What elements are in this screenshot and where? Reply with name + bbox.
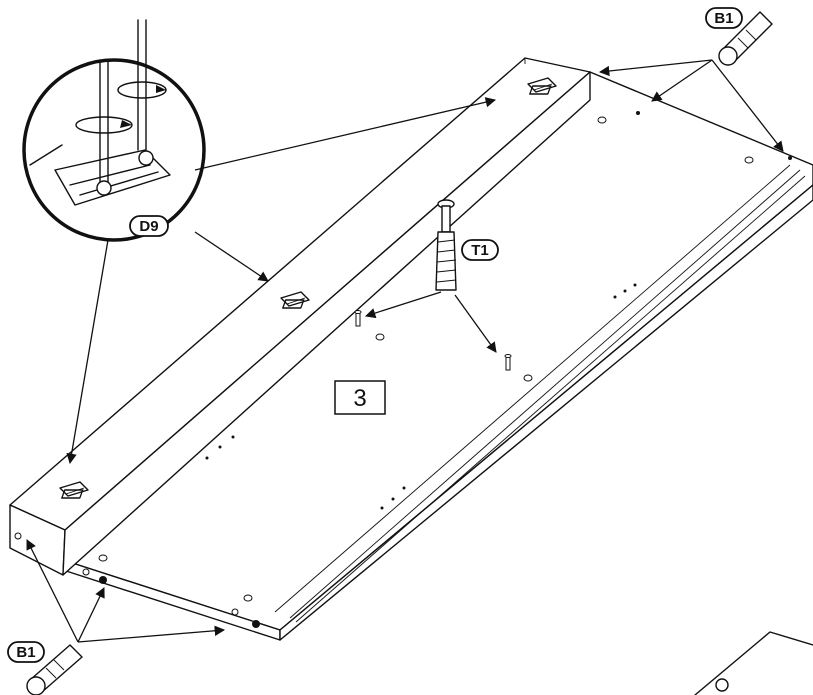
dowel-part-bottom — [26, 644, 83, 695]
label-t1-text: T1 — [471, 242, 489, 259]
arrow-d9-to-plate-2 — [194, 231, 269, 282]
arrow-b1-to-hole-2 — [711, 59, 784, 152]
hinge-plate-1 — [527, 77, 557, 95]
cam-pin-1 — [354, 310, 362, 327]
step-number-box: 3 — [334, 380, 386, 415]
next-figure-partial — [694, 631, 813, 695]
label-d9: D9 — [129, 215, 169, 237]
hinge-plate-3 — [59, 481, 89, 499]
arrow-b1-to-edge-hole-3 — [77, 625, 226, 643]
hinge-plate-2 — [280, 291, 310, 309]
panel-groove-2 — [295, 175, 806, 623]
cam-pin-2 — [504, 354, 512, 371]
panel-right-edge — [279, 184, 813, 641]
arrow-b1-to-hole-1 — [651, 59, 713, 102]
arrows — [26, 59, 784, 643]
arrow-b1-to-edge-hole-1 — [26, 539, 79, 643]
top-rail — [9, 57, 591, 576]
panel-holes — [14, 116, 754, 616]
arrow-t1-to-pin-2 — [454, 294, 497, 353]
label-b1-bottom: B1 — [7, 641, 45, 663]
magnifier-ring — [22, 58, 206, 242]
rail-side-face — [62, 71, 591, 576]
label-b1-top-text: B1 — [714, 10, 733, 27]
main-panel — [62, 71, 813, 641]
arrow-d9-to-plate-1 — [194, 97, 497, 171]
panel-small-dots — [205, 111, 792, 510]
panel-groove-3 — [274, 164, 791, 613]
step-number-text: 3 — [353, 385, 366, 412]
arrow-b1-to-corner — [598, 59, 713, 77]
dowel-inserted-2 — [252, 620, 260, 628]
dowel-part-top — [718, 11, 773, 66]
label-b1-bottom-text: B1 — [16, 644, 35, 661]
label-d9-text: D9 — [139, 218, 158, 235]
dowel-inserted-1 — [99, 576, 107, 584]
label-t1: T1 — [461, 239, 499, 261]
panel-groove-1 — [289, 169, 801, 619]
cam-bolt-part — [435, 199, 457, 291]
label-b1-top: B1 — [705, 7, 743, 29]
detail-magnifier — [22, 19, 206, 242]
arrow-t1-to-pin-1 — [365, 291, 442, 319]
arrow-b1-to-edge-hole-2 — [77, 587, 105, 643]
arrow-d9-to-plate-3 — [66, 239, 109, 465]
